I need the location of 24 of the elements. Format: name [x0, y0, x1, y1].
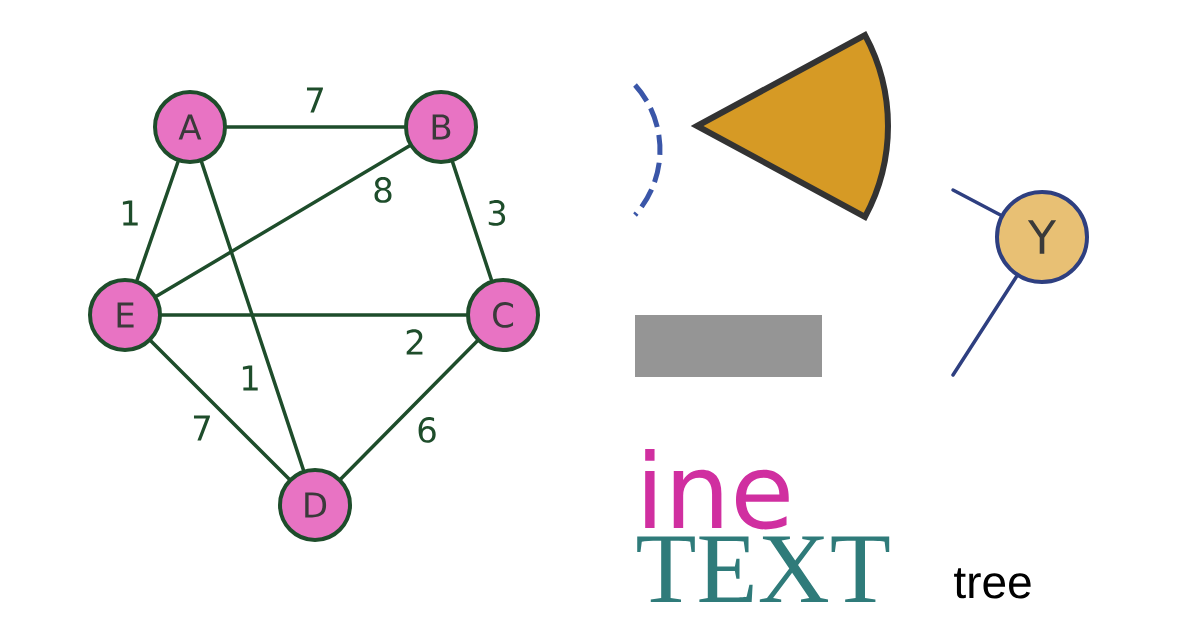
- edge-line: [155, 144, 411, 298]
- edge-line: [339, 339, 479, 481]
- edge-line: [450, 160, 494, 282]
- filled-rectangle: [635, 315, 822, 377]
- dashed-arc: [633, 83, 663, 217]
- edge-line: [199, 160, 306, 472]
- edge-line: [135, 160, 180, 282]
- edge-line: [225, 125, 406, 129]
- word: ine: [645, 449, 789, 530]
- edge-line: [951, 188, 1003, 217]
- edge-label: 7: [194, 415, 210, 441]
- word: tree: [954, 568, 1031, 599]
- edge-line: [149, 339, 291, 481]
- edge-label: 8: [374, 177, 392, 203]
- edge-label: 1: [242, 365, 258, 391]
- edge-label: 2: [406, 329, 423, 355]
- edge-line: [951, 274, 1019, 377]
- edge-label: 1: [122, 200, 138, 226]
- serif-word: TEXT: [637, 536, 890, 602]
- pie-sector: [694, 32, 891, 220]
- edge-label: 6: [418, 417, 436, 443]
- edge-label: 7: [307, 87, 323, 113]
- edge-line: [160, 313, 468, 317]
- edge-label: 3: [488, 200, 506, 226]
